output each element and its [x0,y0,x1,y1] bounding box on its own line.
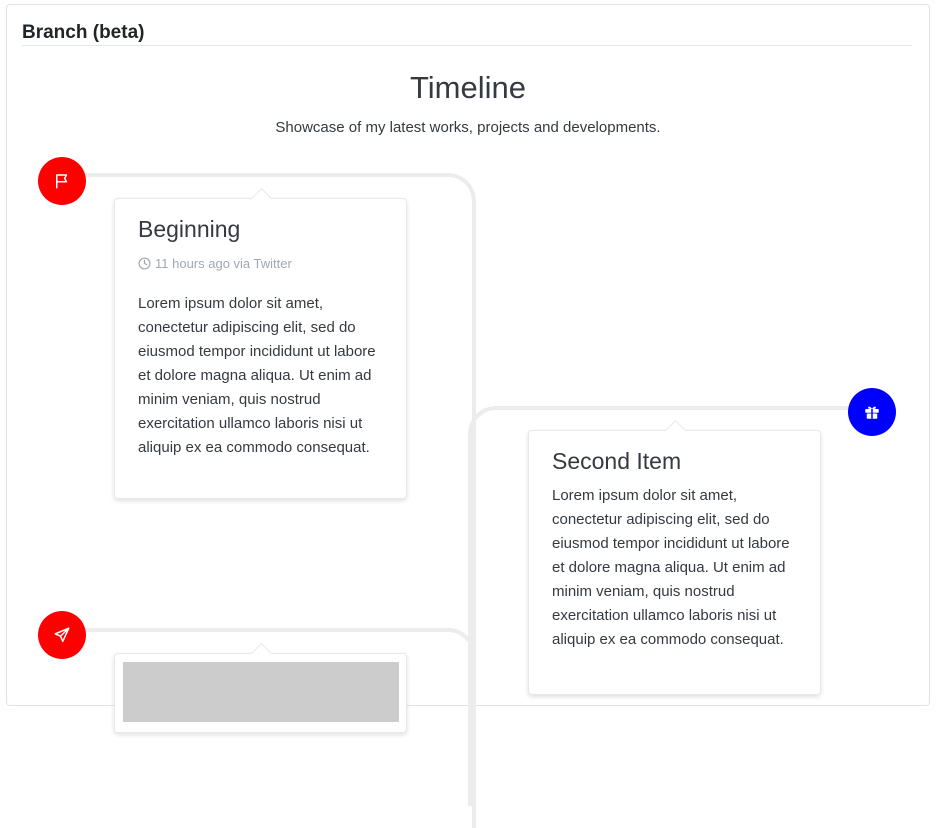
card-body: Lorem ipsum dolor sit amet, conectetur a… [138,295,376,456]
panel-divider [22,45,912,46]
card-meta-text: 11 hours ago via Twitter [155,256,292,271]
timeline-marker-second[interactable] [848,388,896,436]
clock-icon [138,257,151,270]
card-body: Lorem ipsum dolor sit amet, conectetur a… [552,487,790,648]
timeline-card-second: Second Item Lorem ipsum dolor sit amet, … [528,430,821,695]
card-image-placeholder [123,662,399,722]
card-title: Second Item [552,448,682,474]
timeline-card-third [114,653,407,733]
flag-icon [56,174,68,189]
timeline-card-beginning: Beginning 11 hours ago via Twitter Lorem… [114,198,407,499]
card-meta: 11 hours ago via Twitter [138,256,292,271]
timeline-connector [468,406,861,806]
paper-plane-icon [54,627,70,643]
card-title: Beginning [138,216,241,242]
timeline-connector [79,173,476,733]
gift-icon [865,406,879,419]
panel-title: Branch (beta) [22,22,145,43]
timeline-marker-beginning[interactable] [38,157,86,205]
timeline-marker-third[interactable] [38,611,86,659]
timeline-title: Timeline [410,70,526,105]
timeline-subtitle: Showcase of my latest works, projects an… [275,119,661,136]
branch-panel: Branch (beta) Timeline Showcase of my la… [6,4,930,828]
